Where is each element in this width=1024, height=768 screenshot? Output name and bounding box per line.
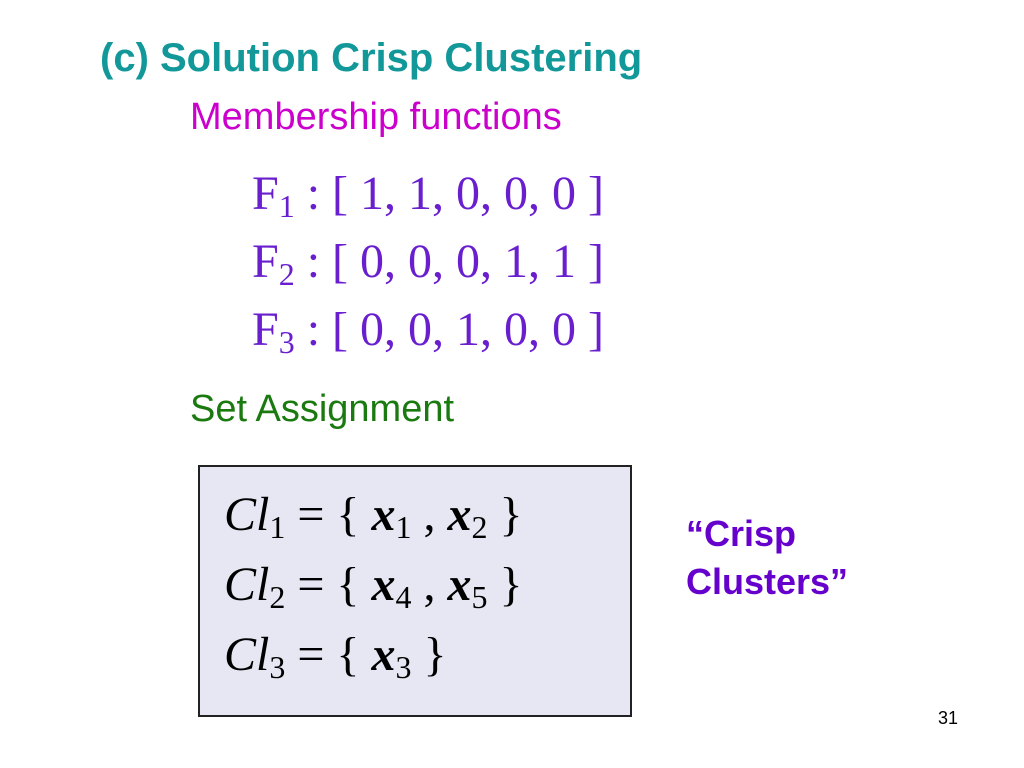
equals-brace: = { <box>285 488 372 541</box>
set-assignment-heading: Set Assignment <box>190 388 455 430</box>
cluster-subscript: 3 <box>269 649 286 685</box>
equals-brace: = { <box>285 558 372 611</box>
cluster-name: Cl <box>224 488 270 541</box>
function-name: F <box>252 303 279 356</box>
element-x: x <box>371 558 396 611</box>
cluster-assignment-list: Cl1 = { x1 , x2 } Cl2 = { x4 , x5 } Cl3 … <box>224 480 523 690</box>
element-subscript: 2 <box>471 509 488 545</box>
element-subscript: 5 <box>471 579 488 615</box>
function-name: F <box>252 167 279 220</box>
membership-row-f3: F3 : [ 0, 0, 1, 0, 0 ] <box>252 296 604 364</box>
membership-row-f1: F1 : [ 1, 1, 0, 0, 0 ] <box>252 160 604 228</box>
page-number: 31 <box>938 708 959 728</box>
function-values: : [ 0, 0, 1, 0, 0 ] <box>294 303 605 356</box>
cluster-name: Cl <box>224 558 270 611</box>
cluster-row-1: Cl1 = { x1 , x2 } <box>224 480 523 550</box>
cluster-name: Cl <box>224 628 270 681</box>
slide-title: (c) Solution Crisp Clustering <box>100 36 643 80</box>
function-name: F <box>252 235 279 288</box>
cluster-row-2: Cl2 = { x4 , x5 } <box>224 550 523 620</box>
crisp-label-line-2: Clusters” <box>686 561 849 602</box>
equals-brace: = { <box>285 628 372 681</box>
closing-brace: } <box>411 628 447 681</box>
element-x: x <box>447 488 472 541</box>
element-subscript: 3 <box>395 649 412 685</box>
function-values: : [ 0, 0, 0, 1, 1 ] <box>294 235 605 288</box>
element-x: x <box>371 628 396 681</box>
cluster-row-3: Cl3 = { x3 } <box>224 620 523 690</box>
closing-brace: } <box>487 558 523 611</box>
function-subscript: 3 <box>278 324 295 360</box>
crisp-clusters-label: “Crisp Clusters” <box>686 510 848 606</box>
closing-brace: } <box>487 488 523 541</box>
membership-function-list: F1 : [ 1, 1, 0, 0, 0 ] F2 : [ 0, 0, 0, 1… <box>252 160 604 364</box>
element-x: x <box>371 488 396 541</box>
cluster-subscript: 1 <box>269 509 286 545</box>
element-subscript: 1 <box>395 509 412 545</box>
element-subscript: 4 <box>395 579 412 615</box>
function-subscript: 2 <box>278 256 295 292</box>
separator: , <box>411 488 448 541</box>
cluster-assignment-box <box>198 465 632 717</box>
function-subscript: 1 <box>278 188 295 224</box>
crisp-label-line-1: “Crisp <box>686 513 797 554</box>
element-x: x <box>447 558 472 611</box>
cluster-subscript: 2 <box>269 579 286 615</box>
function-values: : [ 1, 1, 0, 0, 0 ] <box>294 167 605 220</box>
membership-functions-heading: Membership functions <box>190 96 562 138</box>
membership-row-f2: F2 : [ 0, 0, 0, 1, 1 ] <box>252 228 604 296</box>
separator: , <box>411 558 448 611</box>
